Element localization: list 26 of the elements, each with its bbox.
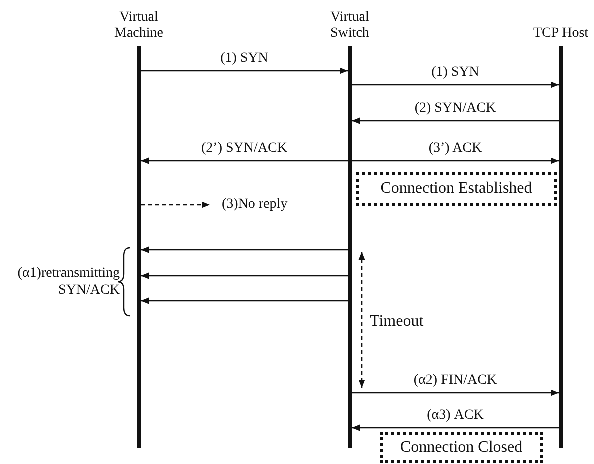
dashed-arrow [141,202,210,208]
message-arrow [141,298,348,304]
message-label: (1) SYN [432,65,480,81]
message-label: (α2) FIN/ACK [414,373,498,389]
message-label: (3)No reply [222,197,288,213]
lifeline-heading: TCP Host [532,26,590,42]
state-box: Connection Closed [380,432,543,463]
message-label: (2) SYN/ACK [414,101,496,117]
message-label: (α3) ACK [427,408,484,424]
message-arrow [352,82,559,88]
message-arrow [141,272,348,280]
message-label: (3’) ACK [428,141,482,157]
timeout-label: Timeout [370,313,424,330]
message-arrow [352,390,559,396]
message-arrow [352,158,559,164]
lifeline-heading: Virtual Machine [114,10,164,42]
state-box: Connection Established [356,172,557,206]
message-arrow [141,158,348,164]
message-arrow [352,118,559,124]
message-label: (2’) SYN/ACK [202,141,288,157]
message-label: (1) SYN [220,51,268,67]
message-arrow [141,246,348,254]
brace-label: (α1)retransmitting SYN/ACK [16,265,120,299]
message-arrow [141,68,348,74]
message-arrow [352,424,559,432]
lifeline-heading: Virtual Switch [330,10,370,42]
